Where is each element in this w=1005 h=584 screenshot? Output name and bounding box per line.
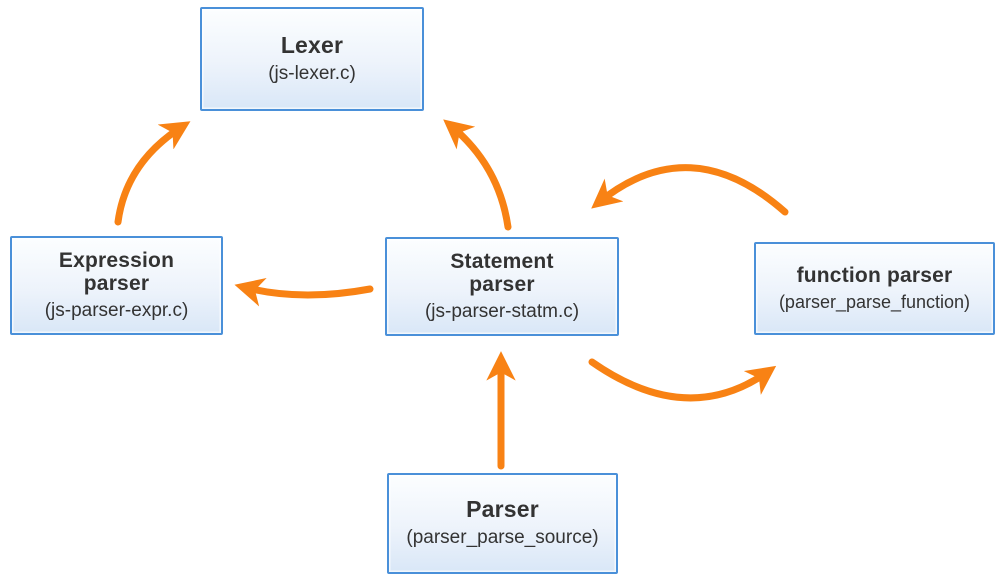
node-function-parser: function parser (parser_parse_function) xyxy=(754,242,995,335)
node-function-parser-title: function parser xyxy=(796,263,953,287)
edge-statement-parser-to-lexer xyxy=(443,119,512,231)
node-lexer-subtitle: (js-lexer.c) xyxy=(268,62,356,84)
node-parser-subtitle: (parser_parse_source) xyxy=(406,527,599,548)
edge-statement-parser-to-function-parser xyxy=(588,358,777,402)
node-parser-title: Parser xyxy=(466,496,539,523)
node-function-parser-subtitle: (parser_parse_function) xyxy=(778,291,971,312)
edge-function-parser-to-statement-parser xyxy=(591,164,789,216)
node-statement-parser: Statement parser (js-parser-statm.c) xyxy=(385,237,619,336)
node-expression-parser: Expression parser (js-parser-expr.c) xyxy=(10,236,223,335)
node-statement-parser-title: Statement parser xyxy=(450,249,554,297)
node-statement-parser-subtitle: (js-parser-statm.c) xyxy=(424,300,580,322)
node-expression-parser-subtitle: (js-parser-expr.c) xyxy=(44,299,189,321)
node-lexer: Lexer (js-lexer.c) xyxy=(200,7,424,111)
edge-statement-parser-to-expression-parser xyxy=(234,278,374,307)
edge-expression-parser-to-lexer xyxy=(114,121,191,226)
node-expression-parser-title: Expression parser xyxy=(58,248,175,296)
node-parser: Parser (parser_parse_source) xyxy=(387,473,618,574)
node-lexer-title: Lexer xyxy=(280,31,344,58)
